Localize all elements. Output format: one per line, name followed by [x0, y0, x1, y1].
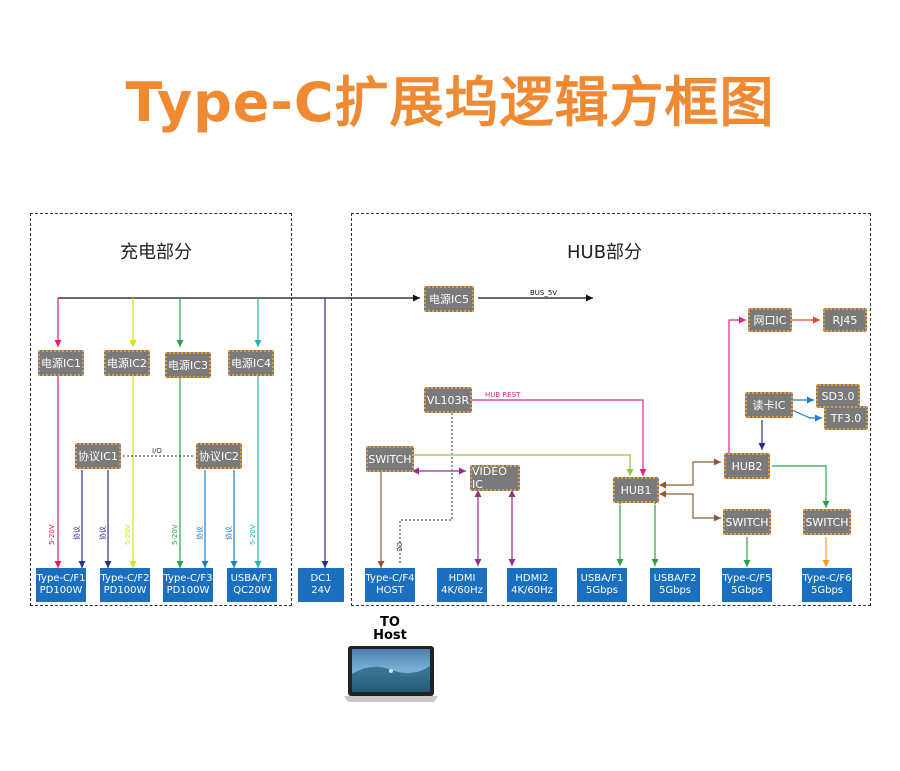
charging-section	[30, 213, 292, 606]
rj45-chip: RJ45	[823, 308, 867, 332]
svg-text:5-20V: 5-20V	[48, 524, 56, 545]
svg-text:5-20V: 5-20V	[171, 524, 179, 545]
svg-text:CC: CC	[395, 542, 403, 552]
protocol-ic1-chip: 协议IC1	[75, 443, 121, 469]
svg-text:协议: 协议	[98, 526, 107, 540]
svg-text:协议: 协议	[72, 526, 81, 540]
vl103r-chip: VL103R	[424, 387, 472, 413]
power-ic4-chip: 电源IC4	[228, 350, 274, 376]
hub-section-label: HUB部分	[567, 242, 643, 263]
power-ic1-chip: 电源IC1	[38, 350, 84, 376]
page-title: Type-C扩展坞逻辑方框图	[125, 71, 775, 134]
hub1-chip: HUB1	[613, 477, 659, 503]
to-host-label: TO Host	[373, 615, 407, 643]
card-reader-ic-chip: 读卡IC	[745, 392, 793, 418]
svg-text:5-20V: 5-20V	[249, 524, 257, 545]
switch-f6-chip: SWITCH	[803, 509, 851, 535]
svg-text:HUB REST: HUB REST	[485, 391, 521, 399]
tf30-chip: TF3.0	[824, 406, 868, 430]
protocol-ic2-chip: 协议IC2	[196, 443, 242, 469]
switch-f5-chip: SWITCH	[723, 509, 771, 535]
svg-text:协议: 协议	[224, 526, 233, 540]
hub-section	[351, 213, 871, 606]
power-ic2-chip: 电源IC2	[104, 350, 150, 376]
hub2-chip: HUB2	[724, 453, 770, 479]
power-ic5-chip: 电源IC5	[424, 286, 474, 312]
sd30-chip: SD3.0	[816, 384, 860, 408]
network-ic-chip: 网口IC	[748, 308, 792, 332]
switch-main-chip: SWITCH	[366, 446, 414, 472]
svg-text:I/O: I/O	[152, 447, 162, 455]
laptop-icon	[344, 646, 438, 702]
power-ic3-chip: 电源IC3	[165, 352, 211, 378]
video-ic-chip: VIDEO IC	[470, 465, 520, 491]
svg-text:协议: 协议	[195, 526, 204, 540]
charging-section-label: 充电部分	[120, 242, 192, 263]
bus5v-label: BUS_5V	[530, 289, 557, 297]
svg-text:5-20V: 5-20V	[124, 524, 132, 545]
